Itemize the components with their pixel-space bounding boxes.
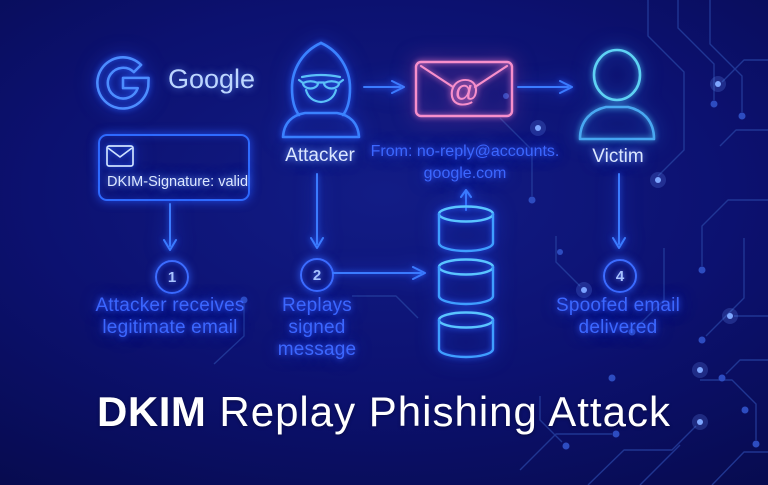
step-2-number: 2	[312, 266, 322, 284]
step-4-line-2: delivered	[578, 317, 658, 338]
step-4-line-1: Spoofed email	[555, 295, 681, 316]
from-address-line-1: From: no-reply@accounts.	[370, 143, 560, 160]
title-regular-part: Replay Phishing Attack	[219, 388, 671, 435]
step-1-line-1: Attacker receives	[95, 295, 245, 316]
at-symbol: @	[448, 73, 479, 108]
dkim-signature-valid-label: DKIM-Signature: valid	[107, 174, 249, 190]
title-bold-part: DKIM	[97, 388, 207, 435]
google-brand-label: Google	[168, 64, 256, 94]
attacker-label: Attacker	[285, 145, 355, 166]
envelope-icon	[106, 145, 134, 167]
step-1-badge: 1	[155, 260, 189, 294]
hooded-attacker-icon	[281, 41, 361, 139]
victim-label: Victim	[592, 146, 644, 167]
arrow-right-icon	[363, 80, 405, 94]
spoofed-from-address: From: no-reply@accounts. google.com	[370, 141, 560, 184]
step-2-line-2: signed	[288, 317, 346, 338]
step-2-line-3: message	[277, 339, 357, 360]
arrow-right-icon	[517, 80, 573, 94]
person-icon	[578, 48, 656, 141]
step-2-badge: 2	[300, 258, 334, 292]
step-1-caption: Attacker receives legitimate email	[70, 295, 270, 339]
step-4-caption: Spoofed email delivered	[523, 295, 713, 339]
arrow-right-icon	[332, 266, 426, 280]
page-title: DKIM Replay Phishing Attack	[0, 388, 768, 436]
google-g-logo-icon	[96, 56, 150, 110]
step-2-line-1: Replays	[281, 295, 353, 316]
from-address-line-2: google.com	[423, 164, 507, 182]
step-2-caption: Replays signed message	[257, 295, 377, 361]
arrow-down-icon	[163, 203, 177, 251]
arrow-down-icon	[612, 173, 626, 249]
email-at-icon: @	[414, 60, 514, 118]
database-icon	[437, 205, 495, 359]
step-1-line-2: legitimate email	[102, 317, 238, 338]
step-4-number: 4	[615, 267, 625, 285]
arrow-down-icon	[310, 173, 324, 249]
dkim-signature-box: DKIM-Signature: valid	[98, 134, 250, 201]
step-4-badge: 4	[603, 259, 637, 293]
step-1-number: 1	[167, 268, 177, 286]
